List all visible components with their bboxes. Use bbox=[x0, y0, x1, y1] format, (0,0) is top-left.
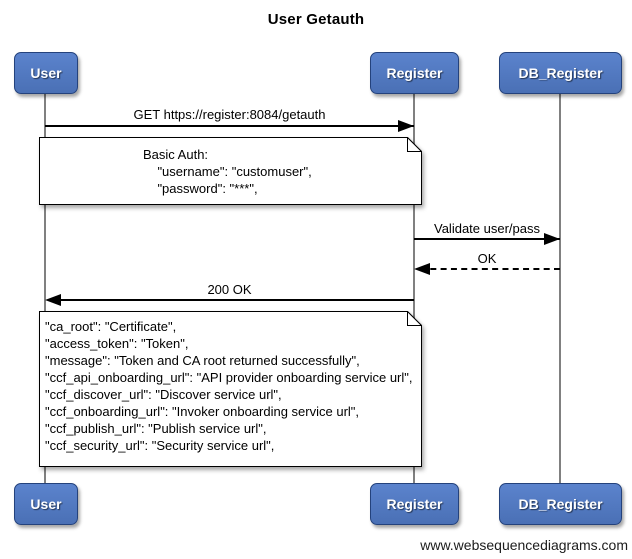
note-token-response-text: "ca_root": "Certificate", "access_token":… bbox=[39, 311, 422, 467]
actor-register-top: Register bbox=[370, 52, 459, 94]
note-token-response: "ca_root": "Certificate", "access_token":… bbox=[39, 311, 422, 467]
note-outline bbox=[39, 311, 422, 467]
message-label-ok: OK bbox=[477, 251, 497, 266]
message-line-200-ok bbox=[51, 299, 414, 301]
arrowhead-right-icon bbox=[398, 120, 414, 132]
note-line: "username": "customuser", bbox=[143, 164, 312, 179]
message-line-get-getauth bbox=[45, 125, 414, 127]
note-line: "password": "***", bbox=[143, 181, 258, 196]
note-line: "ca_root": "Certificate", bbox=[45, 319, 177, 334]
actor-user-bottom: User bbox=[14, 483, 78, 525]
note-line: "ccf_publish_url": "Publish service url"… bbox=[45, 421, 267, 436]
diagram-title: User Getauth bbox=[267, 11, 365, 28]
note-line: "ccf_discover_url": "Discover service ur… bbox=[45, 387, 282, 402]
arrowhead-right-icon bbox=[544, 233, 560, 245]
note-line: "ccf_onboarding_url": "Invoker onboardin… bbox=[45, 404, 360, 419]
actor-user-label: User bbox=[30, 65, 62, 81]
actor-db-register-label: DB_Register bbox=[518, 65, 603, 81]
arrowhead-left-icon bbox=[45, 294, 61, 306]
actor-register-label: Register bbox=[386, 65, 443, 81]
message-label-200-ok: 200 OK bbox=[207, 282, 252, 297]
note-line: "ccf_security_url": "Security service ur… bbox=[45, 438, 275, 453]
lifeline-user bbox=[44, 92, 46, 483]
note-line: Basic Auth: bbox=[143, 147, 209, 162]
actor-register-label: Register bbox=[386, 496, 443, 512]
note-line: "message": "Token and CA root returned s… bbox=[45, 353, 360, 368]
actor-db-register-label: DB_Register bbox=[518, 496, 603, 512]
note-line: "ccf_api_onboarding_url": "API provider … bbox=[45, 370, 413, 385]
message-line-ok bbox=[420, 268, 560, 270]
lifeline-db-register bbox=[559, 92, 561, 483]
note-basic-auth-text: Basic Auth: "username": "customuser", "p… bbox=[39, 137, 422, 205]
note-outline bbox=[39, 137, 422, 205]
arrowhead-left-icon bbox=[414, 263, 430, 275]
actor-user-top: User bbox=[14, 52, 78, 94]
note-basic-auth: Basic Auth: "username": "customuser", "p… bbox=[39, 137, 422, 205]
message-label-validate: Validate user/pass bbox=[434, 221, 540, 236]
lifeline-register bbox=[413, 92, 415, 483]
message-label-get-getauth: GET https://register:8084/getauth bbox=[133, 107, 326, 122]
actor-register-bottom: Register bbox=[370, 483, 459, 525]
message-line-validate bbox=[414, 238, 560, 240]
actor-db-register-bottom: DB_Register bbox=[499, 483, 622, 525]
watermark-websequencediagrams: www.websequencediagrams.com bbox=[420, 537, 628, 553]
actor-user-label: User bbox=[30, 496, 62, 512]
note-line: "access_token": "Token", bbox=[45, 336, 189, 351]
actor-db-register-top: DB_Register bbox=[499, 52, 622, 94]
